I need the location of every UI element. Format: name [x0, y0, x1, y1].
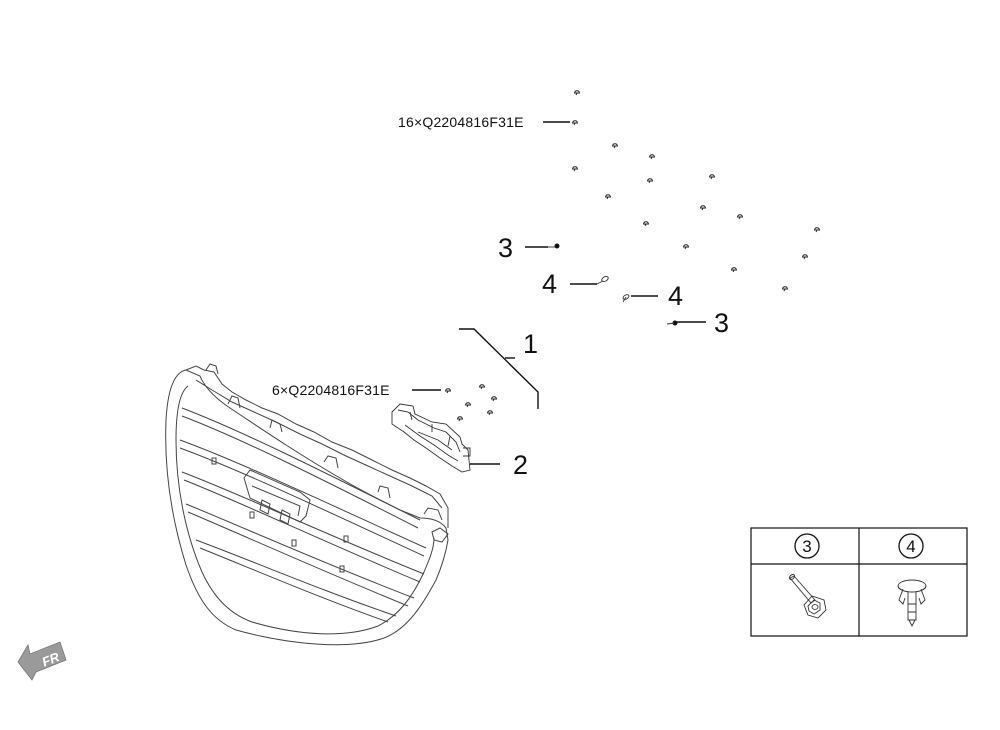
part-1-bracket-leader [459, 328, 539, 409]
upper-clips-group [571, 90, 821, 292]
legend-col1-label: 3 [802, 537, 811, 556]
part-2-callout: 2 [513, 450, 528, 480]
push-clip-icon [897, 579, 927, 628]
upper-clip-14 [801, 254, 809, 260]
part-4-clip-icon-left [596, 275, 609, 285]
lower-clip-1 [444, 388, 452, 394]
upper-clip-16 [781, 286, 789, 292]
radiator-grille [165, 363, 449, 646]
part-2-bracket [391, 403, 471, 473]
part-3-bolt-icon-right [666, 320, 678, 326]
upper-clip-2 [571, 120, 579, 126]
upper-clip-11 [642, 221, 650, 227]
upper-clip-7 [708, 174, 716, 180]
lower-clip-4 [490, 396, 498, 402]
upper-clip-9 [699, 205, 707, 211]
lower-clips-group [444, 384, 498, 422]
front-direction-indicator: FR [17, 641, 67, 681]
lower-clip-2 [478, 384, 486, 390]
upper-clip-8 [604, 194, 612, 200]
part-4-callout-right: 4 [668, 281, 683, 311]
bolt-with-washer-icon [789, 574, 827, 619]
legend-col2-circle [898, 533, 924, 559]
lower-clip-3 [464, 402, 472, 408]
lower-fastener-code-label: 6×Q2204816F31E [272, 382, 390, 398]
upper-clip-4 [648, 154, 656, 160]
part-4-callout-left: 4 [542, 269, 557, 299]
part-3-callout-right: 3 [714, 308, 729, 338]
upper-clip-3 [611, 143, 619, 149]
legend-col1-circle [794, 533, 820, 559]
lower-clip-5 [456, 416, 464, 422]
part-3-callout-upper: 3 [498, 233, 513, 263]
front-direction-label: FR [40, 649, 62, 670]
legend-table: 3 4 [750, 527, 968, 637]
upper-clip-5 [571, 166, 579, 172]
upper-clip-12 [813, 227, 821, 233]
upper-clip-6 [646, 178, 654, 184]
part-1-callout: 1 [523, 329, 538, 359]
upper-clip-15 [730, 267, 738, 273]
upper-clip-1 [573, 90, 581, 96]
upper-clip-10 [736, 214, 744, 220]
part-4-clip-icon-right [622, 294, 630, 303]
front-arrow-icon [17, 641, 67, 681]
upper-clip-13 [682, 244, 690, 250]
upper-fastener-code-label: 16×Q2204816F31E [398, 114, 524, 130]
lower-clip-6 [486, 410, 494, 416]
part-3-bolt-icon-upper [548, 243, 560, 249]
legend-col2-label: 4 [906, 537, 915, 556]
